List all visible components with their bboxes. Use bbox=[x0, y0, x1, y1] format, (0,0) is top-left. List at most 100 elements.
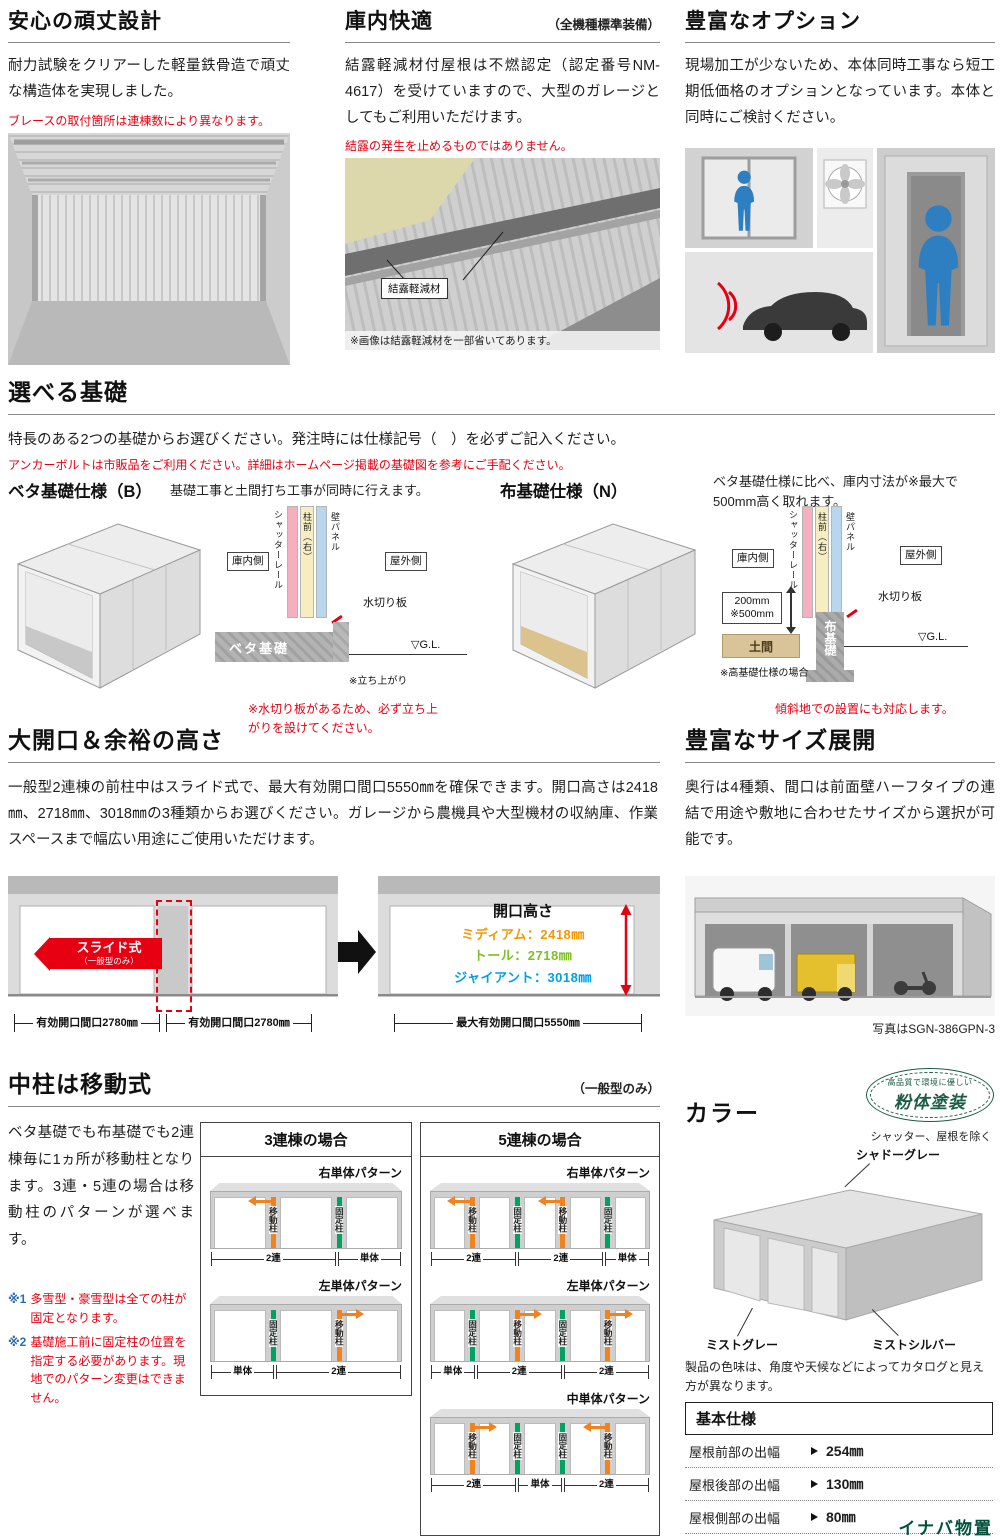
nuno-gl-label: ▽G.L. bbox=[918, 631, 948, 643]
triangle-icon bbox=[811, 1447, 818, 1455]
pillar-label: 固定柱 bbox=[557, 1432, 568, 1460]
comfort-photo-caption: ※画像は結露軽減材を一部省いてあります。 bbox=[345, 331, 660, 350]
transform-arrow-icon bbox=[338, 930, 376, 974]
pattern-roof bbox=[210, 1296, 402, 1304]
color-building-drawing bbox=[698, 1162, 990, 1324]
height-dimension-arrow bbox=[786, 586, 796, 634]
comfort-subtitle: （全機種標準装備） bbox=[547, 18, 660, 33]
note1-mark: ※1 bbox=[8, 1292, 27, 1306]
section-header-comfort: 庫内快適 （全機種標準装備） bbox=[345, 10, 660, 44]
pattern-name: 右単体パターン bbox=[318, 1166, 402, 1180]
move-arrow-icon bbox=[537, 1196, 562, 1206]
comfort-title: 庫内快適 bbox=[345, 10, 433, 33]
pattern-diagram: 固定柱 移動柱 固定柱 移動柱 bbox=[430, 1304, 650, 1362]
dimension-segment: 単体 bbox=[211, 1365, 275, 1379]
section-header-options: 豊富なオプション bbox=[685, 10, 995, 44]
nuno-inside-label: 庫内側 bbox=[732, 549, 774, 569]
dimension-segment: 2連 bbox=[563, 1365, 649, 1379]
movable-pillar: 移動柱 bbox=[332, 1309, 364, 1361]
opening-dim-max: 最大有効開口間口5550㎜ bbox=[394, 1014, 642, 1032]
note2-mark: ※2 bbox=[8, 1335, 27, 1350]
spec-row: 屋根側部の出幅 80㎜ bbox=[685, 1501, 993, 1534]
slide-type-arrow: スライド式 （一般型のみ） bbox=[50, 938, 162, 970]
triangle-icon bbox=[811, 1480, 818, 1488]
nuno-high-base-note: ※高基礎仕様の場合 bbox=[720, 668, 809, 679]
triangle-icon bbox=[811, 1513, 818, 1521]
pattern-diagram: 固定柱 移動柱 bbox=[210, 1304, 402, 1362]
foundation-body: 特長のある2つの基礎からお選びください。発注時には仕様記号（ ）を必ずご記入くだ… bbox=[8, 432, 626, 448]
nuno-footing: 布基礎 bbox=[816, 612, 844, 670]
section-header-foundation: 選べる基礎 bbox=[8, 379, 995, 416]
beta-gl-label: ▽G.L. bbox=[411, 639, 441, 651]
options-title: 豊富なオプション bbox=[685, 10, 861, 33]
option-door-photo bbox=[877, 148, 995, 353]
movable-pillar: 移動柱 bbox=[601, 1309, 633, 1361]
garage-bay bbox=[614, 1423, 647, 1474]
opening-body: 一般型2連棟の前柱中はスライド式で、最大有効開口間口5550㎜を確保できます。開… bbox=[8, 780, 658, 848]
section-header-sturdy: 安心の頑丈設計 bbox=[8, 10, 290, 44]
pattern-name: 左単体パターン bbox=[566, 1279, 650, 1293]
move-arrow-icon bbox=[518, 1309, 543, 1319]
option-fan-photo bbox=[817, 148, 873, 248]
color-note: 製品の色味は、角度や天候などによってカタログと見え方が異なります。 bbox=[685, 1360, 985, 1394]
sizes-photo bbox=[685, 876, 995, 1016]
beta-wall-label: 壁パネル bbox=[330, 512, 340, 552]
nuno-red-note: 傾斜地での設置にも対応します。 bbox=[775, 702, 954, 716]
beta-pillar-label: 柱前（右） bbox=[302, 512, 312, 562]
comfort-note: 結露の発生を止めるものではありません。 bbox=[345, 139, 573, 153]
opening-height-giant: ジャイアント：3018㎜ bbox=[454, 969, 592, 985]
ground-line bbox=[844, 646, 968, 647]
shutter-rail-strip bbox=[802, 506, 813, 618]
fixed-pillar: 固定柱 bbox=[332, 1197, 346, 1248]
doma-floor: 土間 bbox=[722, 634, 800, 658]
pattern-roof bbox=[430, 1183, 650, 1191]
fixed-pillar: 固定柱 bbox=[465, 1310, 479, 1361]
garage-bay bbox=[346, 1197, 398, 1248]
beta-inside-label: 庫内側 bbox=[227, 552, 269, 572]
opening-title: 大開口＆余裕の高さ bbox=[8, 727, 224, 753]
pattern-dimensions: 単体 2連 2連 bbox=[430, 1365, 650, 1379]
basic-spec-table: 基本仕様 屋根前部の出幅 254㎜ 屋根後部の出幅 130㎜ 屋根側部の出幅 8… bbox=[685, 1402, 993, 1534]
option-window-photo bbox=[685, 148, 813, 248]
garage-bay bbox=[614, 1197, 647, 1248]
nuno-outside-label: 屋外側 bbox=[900, 546, 942, 566]
nuno-footing-base bbox=[806, 670, 854, 682]
pillar-label: 移動柱 bbox=[268, 1206, 279, 1234]
pattern-right-single-5: 右単体パターン 移動柱 固定柱 移動柱 固定柱 2連 2連 単体 bbox=[430, 1164, 650, 1266]
garage-bay bbox=[346, 1310, 398, 1361]
sizes-body: 奥行は4種類、間口は前面壁ハーフタイプの連結で用途や敷地に合わせたサイズから選択… bbox=[685, 780, 995, 848]
section-header-sizes: 豊富なサイズ展開 bbox=[685, 727, 995, 764]
pattern-left-single-5: 左単体パターン 固定柱 移動柱 固定柱 移動柱 単体 2連 2連 bbox=[430, 1277, 650, 1379]
pillar-label: 固定柱 bbox=[603, 1206, 614, 1234]
garage-bay bbox=[479, 1310, 511, 1361]
nuno-dim-top: 200mm bbox=[734, 595, 770, 607]
pattern-name: 左単体パターン bbox=[318, 1279, 402, 1293]
foundation-note: アンカーボルトは市販品をご利用ください。詳細はホームページ掲載の基礎図を参考にご… bbox=[8, 458, 571, 472]
color-title: カラー bbox=[685, 1100, 760, 1126]
dimension-segment: 2連 bbox=[211, 1252, 336, 1266]
fixed-pillar: 固定柱 bbox=[556, 1423, 570, 1474]
tall-garage-diagram bbox=[378, 876, 660, 1012]
pillar-label: 移動柱 bbox=[603, 1319, 614, 1347]
garage-bay bbox=[434, 1423, 466, 1474]
sizes-title: 豊富なサイズ展開 bbox=[685, 727, 877, 753]
pattern-right-single-3: 右単体パターン 移動柱 固定柱 2連 単体 bbox=[210, 1164, 402, 1266]
nuno-garage-drawing bbox=[505, 502, 700, 697]
spec-row: 屋根後部の出幅 130㎜ bbox=[685, 1468, 993, 1501]
beta-outside-label: 屋外側 bbox=[385, 552, 427, 572]
pattern-dimensions: 2連 単体 bbox=[210, 1252, 402, 1266]
opening-height-panel: 開口高さ ミディアム：2418㎜ トール：2718㎜ ジャイアント：3018㎜ bbox=[428, 900, 618, 988]
garage-bay bbox=[214, 1197, 266, 1248]
pattern-diagram: 移動柱 固定柱 bbox=[210, 1191, 402, 1249]
wall-panel-strip bbox=[316, 506, 327, 618]
fixed-pillar: 固定柱 bbox=[510, 1423, 524, 1474]
pattern-dimensions: 2連 単体 2連 bbox=[430, 1478, 650, 1492]
sizes-caption: 写真はSGN-386GPN-3 bbox=[872, 1022, 995, 1036]
opening-dim-left1: 有効開口間口2780㎜ bbox=[14, 1014, 160, 1032]
garage-bay bbox=[214, 1310, 266, 1361]
beta-red-note: ※水切り板があるため、必ず立ち上がりを設けてください。 bbox=[248, 702, 439, 735]
color-label-body: ミストグレー bbox=[706, 1338, 779, 1352]
pillar-label: 固定柱 bbox=[268, 1319, 279, 1347]
move-arrow-icon bbox=[608, 1309, 633, 1319]
